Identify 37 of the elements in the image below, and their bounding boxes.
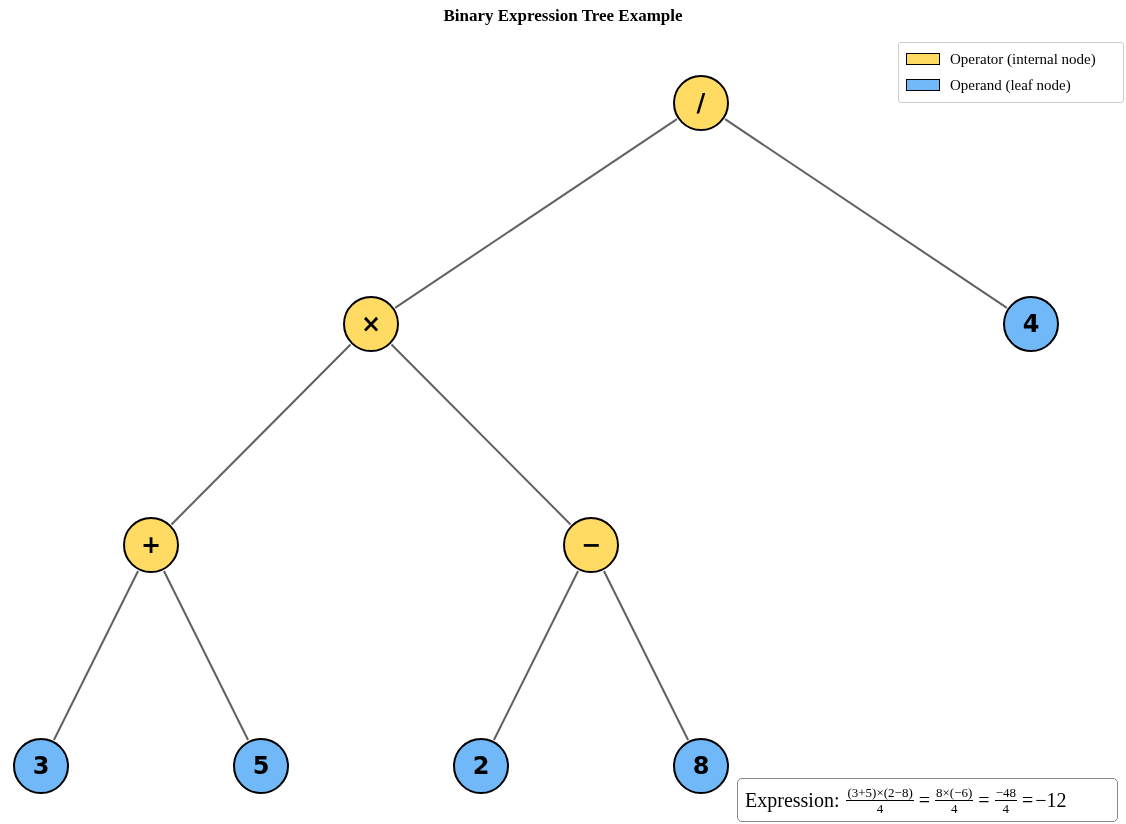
operator-node [123, 517, 179, 573]
tree-edge [724, 118, 1008, 309]
node-label: 8 [692, 754, 710, 778]
operand-node [453, 738, 509, 794]
node-label: + [140, 533, 162, 557]
node-label: / [696, 91, 706, 115]
node-label: × [360, 312, 382, 336]
node-label: − [580, 533, 602, 557]
operator-node [343, 296, 399, 352]
node-label: 3 [32, 754, 50, 778]
tree-edge [602, 569, 690, 742]
operand-node [1003, 296, 1059, 352]
operand-node [13, 738, 69, 794]
fraction: −48 4 [994, 784, 1017, 816]
tree-edge [390, 343, 572, 526]
legend-label: Operator (internal node) [950, 50, 1096, 68]
tree-edge [162, 569, 250, 742]
equals-sign: = [1022, 788, 1034, 812]
operand-node [673, 738, 729, 794]
tree-edge [394, 118, 678, 309]
node-label: 2 [472, 754, 490, 778]
fraction: 8×(−6) 4 [935, 784, 974, 816]
operator-node [673, 75, 729, 131]
operand-node [233, 738, 289, 794]
chart-title: Binary Expression Tree Example [442, 6, 684, 26]
equals-sign: = [918, 788, 931, 812]
node-label: 5 [252, 754, 270, 778]
fraction: (3+5)×(2−8) 4 [846, 784, 914, 816]
tree-edge [492, 569, 580, 742]
node-label: 4 [1022, 312, 1040, 336]
operator-node [563, 517, 619, 573]
tree-edge [52, 569, 140, 742]
tree-edge [170, 343, 352, 526]
expression-label: Expression: [745, 788, 840, 812]
legend-label: Operand (leaf node) [950, 76, 1071, 94]
result-value: −12 [1035, 788, 1067, 812]
equals-sign: = [978, 788, 990, 812]
